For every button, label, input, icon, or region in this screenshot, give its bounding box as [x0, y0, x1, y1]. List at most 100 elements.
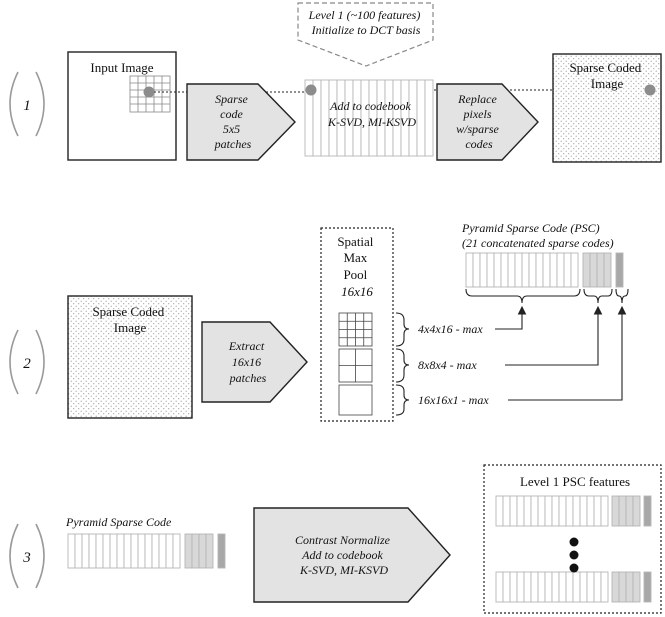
feature-bottom-mid-cell — [611, 571, 620, 603]
feature-bottom-cell — [586, 571, 595, 603]
pool-level-8x8x4: 8x8x4 - max — [418, 358, 477, 372]
feature-top-cell — [551, 495, 560, 527]
psc-cell — [556, 252, 565, 288]
svg-text:Level 1 (~100 features): Level 1 (~100 features) Initialize to DC… — [308, 8, 424, 37]
feature-bottom-cell — [516, 571, 525, 603]
row3-psc-mid-cell — [184, 533, 193, 569]
feature-top-cell — [509, 495, 518, 527]
feature-bottom-cell — [495, 571, 504, 603]
row3-step-number: 3 — [22, 550, 31, 566]
feature-top-cell — [572, 495, 581, 527]
psc-cell — [493, 252, 502, 288]
feature-top-cell — [495, 495, 504, 527]
feature-bottom-cell — [600, 571, 609, 603]
psc-cell — [563, 252, 572, 288]
pool-level-braces — [395, 312, 410, 416]
level1-note: Level 1 (~100 features) Initialize to DC… — [297, 2, 434, 67]
pool-grid-2x2 — [338, 348, 373, 383]
svg-text:Contrast Normalize Add t: Contrast Normalize Add to codebook K-SVD… — [295, 533, 393, 577]
feature-top-cell — [558, 495, 567, 527]
row3-psc-cell — [81, 533, 90, 569]
feature-bottom-mid-cell — [632, 571, 641, 603]
feature-bottom-cell — [502, 571, 511, 603]
psc-cell — [472, 252, 481, 288]
feature-bottom-cell — [558, 571, 567, 603]
feature-top-mid-cell — [632, 495, 641, 527]
row3-psc-cell — [130, 533, 139, 569]
codebook-dot — [305, 84, 317, 96]
row3-psc-cell — [88, 533, 97, 569]
input-image: Input Image — [67, 51, 177, 161]
row3-psc-cell — [102, 533, 111, 569]
codebook: Add to codebook K-SVD, MI-KSVD — [304, 79, 434, 157]
psc-cell — [486, 252, 495, 288]
row2-step-bracket: 2 — [9, 329, 45, 395]
spatial-max-pool: Spatial Max Pool 16x16 — [320, 227, 394, 422]
codebook-cell — [424, 79, 434, 157]
feature-bottom-cell — [579, 571, 588, 603]
feature-top-cell — [593, 495, 602, 527]
feature-bottom-mid-cell — [618, 571, 627, 603]
feature-top-mid-cell — [618, 495, 627, 527]
svg-text:Extract 16x16 patc: Extract 16x16 patches — [228, 339, 267, 385]
row3-psc-cell — [151, 533, 160, 569]
feature-top-cell — [537, 495, 546, 527]
row3-psc-mid-cell — [205, 533, 214, 569]
psc-cell — [521, 252, 530, 288]
psc-braces — [465, 288, 629, 304]
row3-psc-last-cell — [217, 533, 226, 569]
row3-step-bracket: 3 — [9, 523, 45, 589]
extract-patches-arrow: Extract 16x16 patches — [201, 321, 308, 403]
row3-psc-cell — [158, 533, 167, 569]
sparse-coded-image-2: Sparse Coded Image — [67, 295, 193, 419]
feature-top-last-cell — [643, 495, 652, 527]
psc-vector — [465, 252, 624, 288]
feature-bottom-cell — [565, 571, 574, 603]
row1-step-number: 1 — [23, 98, 31, 114]
svg-text:Sparse Coded Image: Sparse Coded Image — [569, 60, 644, 91]
pool-grid-1x1 — [338, 384, 373, 416]
pool-connectors — [495, 305, 627, 401]
psc-cell — [500, 252, 509, 288]
row3-psc-cell — [109, 533, 118, 569]
feature-top-mid-cell — [625, 495, 634, 527]
psc-title: Pyramid Sparse Code (PSC) (21 concatenat… — [461, 221, 614, 250]
feature-top-cell — [586, 495, 595, 527]
feature-top-cell — [502, 495, 511, 527]
svg-text:Replace pixels w/s: Replace pixels w/sparse codes — [456, 92, 502, 151]
feature-top-cell — [565, 495, 574, 527]
psc-cell — [535, 252, 544, 288]
patch-dot — [143, 86, 155, 98]
row3-psc-vector — [67, 533, 226, 569]
svg-text:Sparse code 5x5: Sparse code 5x5 patches — [214, 92, 252, 151]
ellipsis-dot-1 — [569, 537, 579, 547]
pool-grid-4x4 — [338, 312, 373, 347]
feature-top-cell — [530, 495, 539, 527]
sparse-code-arrow: Sparse code 5x5 patches — [186, 83, 296, 161]
row3-psc-cell — [74, 533, 83, 569]
psc-mid-cell — [589, 252, 598, 288]
feature-top-cell — [579, 495, 588, 527]
row3-psc-cell — [95, 533, 104, 569]
contrast-normalize-arrow: Contrast Normalize Add to codebook K-SVD… — [253, 507, 451, 603]
codebook-cell — [416, 79, 426, 157]
psc-cell — [542, 252, 551, 288]
sparse-coded-dot — [644, 84, 656, 96]
row3-psc-cell — [123, 533, 132, 569]
feature-bottom-cell — [537, 571, 546, 603]
psc-cell — [570, 252, 579, 288]
replace-pixels-arrow: Replace pixels w/sparse codes — [436, 83, 539, 161]
ellipsis-dot-2 — [569, 550, 579, 560]
pool-level-4x4x16: 4x4x16 - max — [418, 322, 483, 336]
psc-mid-cell — [596, 252, 605, 288]
psc-cell — [465, 252, 474, 288]
psc-cell — [528, 252, 537, 288]
psc-cell — [507, 252, 516, 288]
feature-bottom-cell — [509, 571, 518, 603]
features-label: Level 1 PSC features — [520, 474, 630, 489]
feature-bottom-cell — [544, 571, 553, 603]
feature-top-cell — [600, 495, 609, 527]
row3-psc-mid-cell — [198, 533, 207, 569]
row2-step-number: 2 — [23, 356, 31, 372]
row3-psc-cell — [172, 533, 181, 569]
